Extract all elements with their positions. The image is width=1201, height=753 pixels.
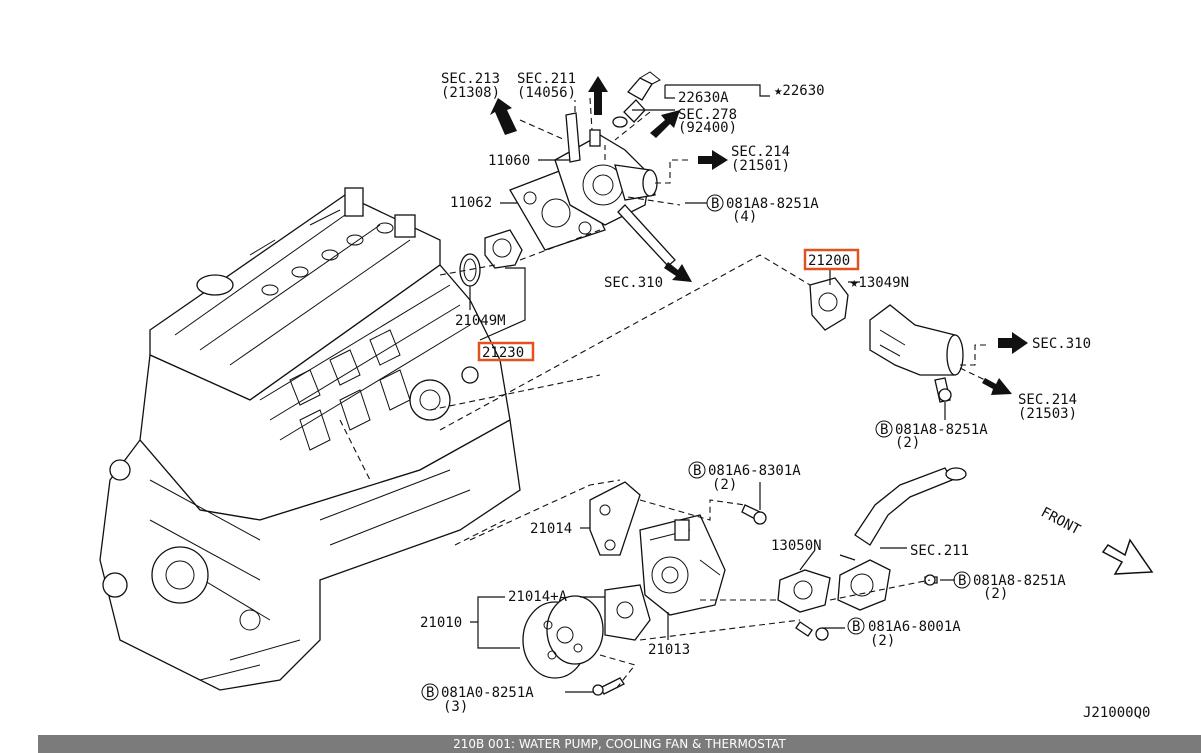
label-bolt-081a0: 081A0-8251A [441,685,534,701]
label-21200: 21200 [808,253,850,269]
arrow-sec213 [490,98,517,135]
label-bolt-081a8-low: 081A8-8251A [973,573,1066,589]
label-21230: 21230 [482,345,524,361]
label-bolt-081a8-right-qty: (2) [895,435,920,451]
arrow-sec214-right [982,378,1012,395]
arrow-sec278 [650,110,680,138]
label-22630a: 22630A [678,90,729,106]
b-mark-2: B [880,422,888,438]
b-mark-4: B [958,573,966,589]
label-bolt-081a8-right: 081A8-8251A [895,422,988,438]
label-bolt-081a6-8001: 081A6-8001A [868,619,961,635]
highlight-21200 [803,248,860,271]
b-mark-5: B [852,619,860,635]
water-pump-group [522,481,938,696]
label-bolt-081a0-qty: (3) [443,699,468,715]
label-21014a: 21014+A [508,589,568,605]
part-labels: SEC.213 (21308) SEC.211 (14056) 22630A ★… [420,71,1150,721]
engine-block-illustration [99,187,521,691]
diagram-id: J21000Q0 [1083,705,1150,721]
b-mark-1: B [711,196,719,212]
label-sec211-top-sub: (14056) [517,85,576,101]
label-sec213: SEC.213 [441,71,500,87]
highlight-21230 [477,341,535,362]
label-sec214-right-sub: (21503) [1018,406,1077,422]
solid-leaders [469,84,955,693]
label-sec278: SEC.278 [678,107,737,123]
label-bolt-081a6-8301: 081A6-8301A [708,463,801,479]
label-bolt-081a6-8001-qty: (2) [870,633,895,649]
label-21010: 21010 [420,615,462,631]
label-21013: 21013 [648,642,690,658]
label-front: FRONT [1038,504,1083,538]
direction-arrows [490,76,1154,575]
parts-diagram: SEC.213 (21308) SEC.211 (14056) 22630A ★… [99,71,1154,721]
diagram-caption-bar: 210B 001: WATER PUMP, COOLING FAN & THER… [38,735,1201,753]
front-arrow [1101,538,1154,575]
label-sec211-top: SEC.211 [517,71,576,87]
water-outlet-group [509,71,676,267]
label-sec214-top-sub: (21501) [731,158,790,174]
label-11062: 11062 [450,195,492,211]
label-sec214-top: SEC.214 [731,144,790,160]
label-11060: 11060 [488,153,530,169]
label-bolt-081a8-low-qty: (2) [983,586,1008,602]
arrow-sec310-right [998,332,1028,354]
label-21049m: 21049M [455,313,506,329]
label-bolt-081a8-top: 081A8-8251A [726,196,819,212]
label-sec310-right: SEC.310 [1032,336,1091,352]
thermostat-21200-illustration [809,277,964,403]
arrow-sec310-mid [664,262,692,282]
label-13050n: 13050N [771,538,822,554]
label-sec278-sub: (92400) [678,120,737,136]
label-star-22630: ★22630 [774,83,825,99]
label-21014: 21014 [530,521,572,537]
b-mark-6: B [426,685,434,701]
dashed-leaders [339,97,990,691]
label-bolt-081a8-top-qty: (4) [732,209,757,225]
label-star-13049n: ★13049N [850,275,909,291]
bolt-markers [421,194,971,701]
label-sec211-bottom: SEC.211 [910,543,969,559]
thermostat-21230-illustration [459,229,523,287]
label-sec213-sub: (21308) [441,85,500,101]
label-sec310-mid: SEC.310 [604,275,663,291]
b-mark-3: B [693,463,701,479]
label-bolt-081a6-8301-qty: (2) [712,477,737,493]
arrow-sec214-top [698,150,728,170]
arrow-sec211-top [588,76,608,115]
water-inlet-group [777,467,967,613]
label-sec214-right: SEC.214 [1018,392,1077,408]
